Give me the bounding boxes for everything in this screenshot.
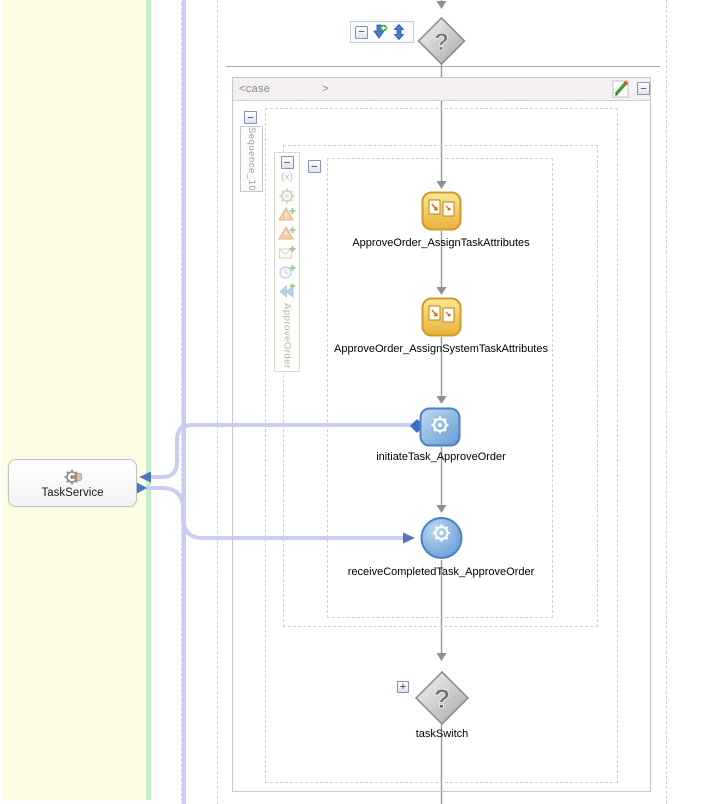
catch-all-icon[interactable]: * <box>278 225 296 243</box>
sequence-collapse-button[interactable]: − <box>244 111 257 124</box>
minus-box-icon: − <box>283 156 291 169</box>
partner-link-label: TaskService <box>41 486 104 499</box>
scope-collapse-button[interactable]: − <box>280 156 294 169</box>
case-collapse-button[interactable]: − <box>637 82 650 95</box>
scope-name-label: ApproveOrder <box>281 303 293 369</box>
assign-activity-icon-2[interactable] <box>421 297 462 337</box>
partner-link-taskservice[interactable]: TaskService <box>8 459 137 507</box>
case-container: <case > <box>232 77 651 792</box>
activity-label[interactable]: ApproveOrder_AssignSystemTaskAttributes <box>334 343 548 355</box>
alarm-clock-icon[interactable] <box>278 263 296 281</box>
layout-guide-dashed-left <box>217 0 218 804</box>
case-open-token: <case <box>239 83 271 95</box>
minus-box-icon: − <box>247 111 254 124</box>
reorder-button[interactable] <box>392 24 406 40</box>
partner-link-guide-line <box>181 0 186 804</box>
switch-collapse-button[interactable]: − <box>355 25 368 39</box>
plus-box-icon: + <box>399 681 407 693</box>
sequence-body <box>265 108 618 783</box>
activity-label[interactable]: ApproveOrder_AssignTaskAttributes <box>352 237 530 249</box>
swimlane-green-divider <box>146 0 151 800</box>
receive-activity-icon[interactable] <box>420 516 463 560</box>
gear-icon <box>431 416 449 434</box>
case-close-token: > <box>322 83 329 95</box>
taskswitch-label[interactable]: taskSwitch <box>415 728 469 740</box>
activity-label[interactable]: receiveCompletedTask_ApproveOrder <box>347 566 535 578</box>
switch-activity[interactable]: ? <box>417 17 466 65</box>
partner-link-guide-dashes <box>181 0 182 804</box>
question-mark-glyph: ? <box>434 29 449 56</box>
catch-icon[interactable] <box>278 206 296 224</box>
variables-icon[interactable]: (x) <box>281 172 293 183</box>
add-case-button[interactable] <box>372 24 388 40</box>
gear-icon <box>433 524 450 542</box>
partner-link-swimlane <box>2 0 146 800</box>
taskswitch-expand-button[interactable]: + <box>397 681 409 693</box>
taskswitch-activity[interactable]: ? <box>415 671 469 725</box>
question-mark-glyph: ? <box>434 684 451 714</box>
minus-box-icon: − <box>640 82 647 95</box>
properties-gear-icon[interactable] <box>278 187 296 205</box>
compensate-icon[interactable] <box>278 282 296 300</box>
inner-sequence-body <box>327 158 553 618</box>
edit-case-button[interactable] <box>611 79 632 99</box>
page-pencil-icon <box>612 80 629 98</box>
activity-label[interactable]: initiateTask_ApproveOrder <box>376 451 506 463</box>
inner-sequence-collapse-button[interactable]: − <box>308 160 321 173</box>
minus-box-icon: − <box>358 26 365 38</box>
minus-box-icon: − <box>311 160 318 173</box>
sequence-name-label: Sequence_10 <box>246 126 257 192</box>
layout-guide-dashed-right <box>666 0 667 804</box>
invoke-activity-icon[interactable] <box>419 407 461 447</box>
switch-hover-toolbar: − <box>350 21 414 43</box>
scope-body <box>283 145 598 627</box>
assign-activity-icon-1[interactable] <box>421 191 462 231</box>
scope-icon-strip: − (x) * <box>274 152 300 372</box>
svg-text:*: * <box>284 231 288 242</box>
service-gear-icon <box>64 469 82 484</box>
sequence-tab[interactable]: Sequence_10 <box>240 126 263 192</box>
switch-section-divider <box>226 66 660 67</box>
case-header[interactable]: <case > <box>233 78 650 101</box>
event-envelope-icon[interactable] <box>278 244 296 262</box>
case-title: <case > <box>239 83 329 95</box>
